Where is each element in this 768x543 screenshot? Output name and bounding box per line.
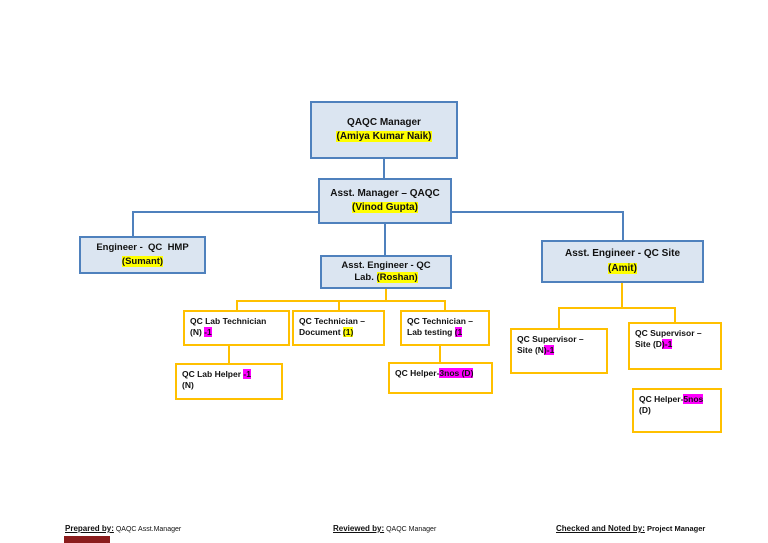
org-node-qc-lab-technician: QC Lab Technician (N) -1 (183, 310, 290, 346)
count-highlight: (1) (342, 327, 354, 338)
node-title: QC Technician – (299, 316, 365, 326)
count-highlight: )-1 (661, 339, 673, 350)
org-node-asst-engineer-qc-site: Asst. Engineer - QC Site (Amit) (541, 240, 704, 283)
org-node-qc-lab-helper: QC Lab Helper -1 (N) (175, 363, 283, 400)
node-count: (N) -1 (190, 327, 212, 338)
person-name-highlight: (Sumant) (121, 256, 164, 267)
blue-connectors (132, 159, 624, 256)
org-node-qc-supervisor-site-d: QC Supervisor – Site (D)-1 (628, 322, 722, 370)
footer-value: QAQC Manager (384, 526, 437, 533)
footer-label: Checked and Noted by: (556, 524, 645, 533)
node-title: Engineer - QC HMP (96, 242, 189, 254)
org-node-qc-helper-3nos: QC Helper-3nos (D) (388, 362, 493, 394)
node-count: (D) (639, 405, 651, 416)
node-title: QC Lab Technician (190, 316, 267, 326)
node-title: QC Lab Helper -1 (182, 369, 251, 379)
node-title: QC Helper-5nos (639, 394, 704, 404)
footer-label: Reviewed by: (333, 524, 385, 533)
org-node-asst-engineer-qc-lab: Asst. Engineer - QC Lab. (Roshan) (320, 255, 452, 289)
footer-label: Prepared by: (65, 524, 114, 533)
org-node-qc-technician-document: QC Technician – Document (1) (292, 310, 385, 346)
node-person: (Vinod Gupta) (352, 201, 418, 216)
node-count: (N) (182, 380, 194, 391)
person-name-highlight: (Roshan) (376, 272, 418, 283)
person-name-highlight: (Amiya Kumar Naik) (336, 131, 432, 142)
node-title: QC Technician – (407, 316, 473, 326)
footer-reviewed-by: Reviewed by: QAQC Manager (333, 524, 436, 533)
node-count: Lab testing (1 (407, 327, 463, 338)
count-highlight: -1 (243, 369, 251, 379)
node-count: Site (D)-1 (635, 339, 673, 350)
count-highlight: 3nos (D) (439, 368, 474, 378)
node-count: Site (N)-1 (517, 345, 555, 356)
node-count: Document (1) (299, 327, 354, 338)
gold-connectors (228, 281, 676, 364)
node-person: (Amit) (608, 262, 637, 277)
count-highlight: 5nos (683, 394, 704, 404)
org-node-qc-supervisor-site-n: QC Supervisor – Site (N)-1 (510, 328, 608, 374)
node-title: QC Helper-3nos (D) (395, 368, 474, 378)
footer-value: Project Manager (644, 524, 706, 533)
node-person: (Amiya Kumar Naik) (336, 130, 432, 145)
bottom-left-red-bar (64, 536, 110, 543)
footer-prepared-by: Prepared by: QAQC Asst.Manager (65, 524, 181, 533)
footer-value: QAQC Asst.Manager (113, 526, 182, 533)
node-title: QC Supervisor – (517, 334, 584, 344)
count-highlight: (1 (454, 327, 463, 338)
node-title: Asst. Engineer - QC Site (564, 248, 681, 259)
node-title: QC Supervisor – (635, 328, 702, 338)
node-person: (Sumant) (121, 255, 164, 269)
person-name-highlight: (Amit) (608, 262, 637, 274)
org-node-qc-helper-5nos: QC Helper-5nos (D) (632, 388, 722, 433)
count-highlight: )-1 (543, 345, 555, 356)
footer-checked-noted-by: Checked and Noted by: Project Manager (556, 524, 705, 533)
org-node-engineer-qc-hmp: Engineer - QC HMP (Sumant) (79, 236, 206, 274)
person-name-highlight: (Vinod Gupta) (352, 202, 418, 213)
node-title: QAQC Manager (347, 116, 421, 128)
node-title: Asst. Manager – QAQC (330, 187, 440, 199)
org-node-asst-manager-qaqc: Asst. Manager – QAQC (Vinod Gupta) (318, 178, 452, 224)
count-highlight: -1 (204, 327, 212, 338)
node-title: Asst. Engineer - QC (341, 259, 431, 271)
org-node-qaqc-manager: QAQC Manager (Amiya Kumar Naik) (310, 101, 458, 159)
org-node-qc-technician-lab-testing: QC Technician – Lab testing (1 (400, 310, 490, 346)
node-person: Lab. (Roshan) (354, 272, 418, 283)
